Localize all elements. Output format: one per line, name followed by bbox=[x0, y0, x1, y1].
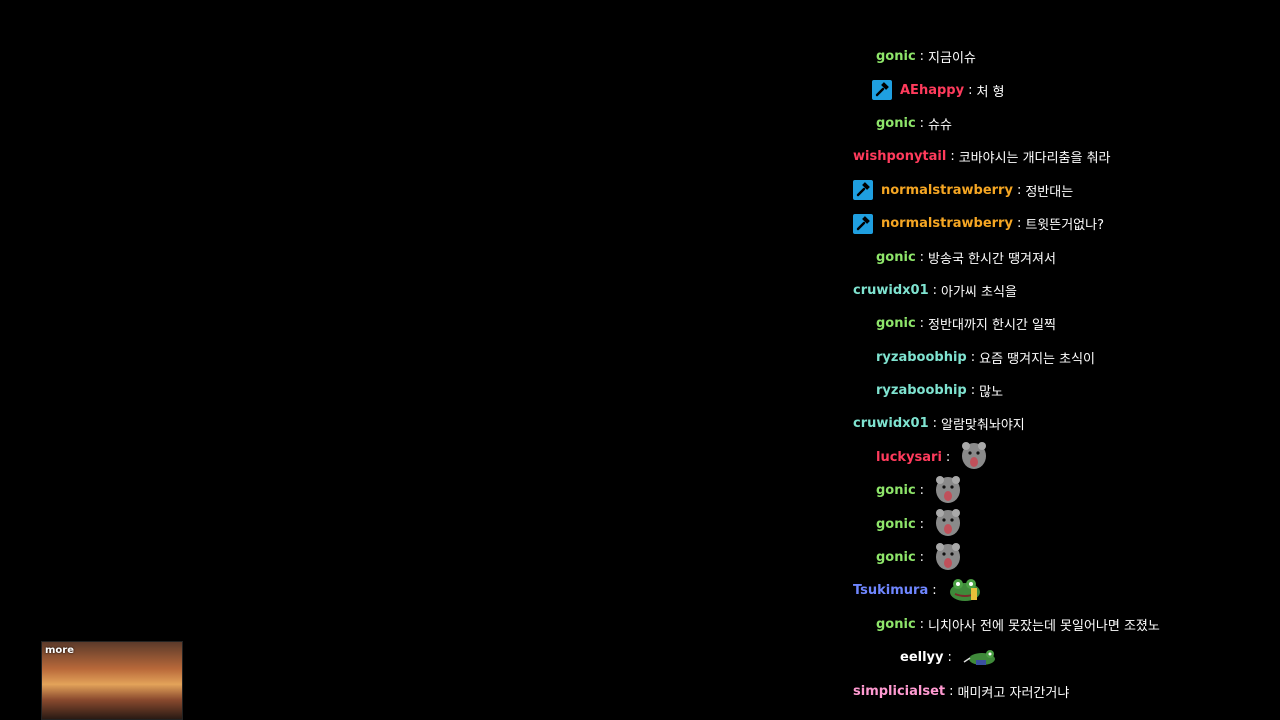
chat-separator: : bbox=[947, 650, 952, 666]
chat-separator: : bbox=[919, 483, 925, 499]
chat-separator: : bbox=[919, 550, 925, 566]
chat-separator: : bbox=[919, 616, 925, 632]
chat-message: simplicialset:매미켜고 자러간거냐 bbox=[846, 674, 1266, 707]
chat-separator: : bbox=[950, 149, 955, 165]
chat-username[interactable]: AEhappy bbox=[900, 82, 965, 98]
rat-emote bbox=[934, 541, 962, 575]
chat-message: gonic:니치아사 전에 못잤는데 못일어나면 조졌노 bbox=[846, 608, 1266, 641]
chat-username[interactable]: gonic bbox=[876, 115, 916, 131]
chat-message: gonic: bbox=[846, 474, 1266, 507]
chat-text: 매미켜고 자러간거냐 bbox=[957, 685, 1070, 701]
chat-text: 슈슈 bbox=[928, 117, 952, 133]
chat-message: gonic:방송국 한시간 땡겨져서 bbox=[846, 240, 1266, 273]
chat-message: AEhappy:처 형 bbox=[846, 73, 1266, 106]
chat-message: wishponytail:코바야시는 개다리춤을 춰라 bbox=[846, 140, 1266, 173]
chat-text: 트윗뜬거없나? bbox=[1025, 218, 1104, 234]
chat-message: gonic:지금이슈 bbox=[846, 40, 1266, 73]
moderator-badge-icon bbox=[872, 80, 892, 101]
chat-username[interactable]: ryzaboobhip bbox=[876, 349, 967, 365]
chat-separator: : bbox=[932, 282, 938, 298]
chat-username[interactable]: Tsukimura bbox=[853, 583, 929, 599]
chat-separator: : bbox=[1016, 216, 1022, 232]
chat-username[interactable]: simplicialset bbox=[853, 683, 946, 699]
chat-message: gonic:정반대까지 한시간 일찍 bbox=[846, 307, 1266, 340]
chat-separator: : bbox=[945, 449, 951, 465]
chat-separator: : bbox=[970, 383, 976, 399]
chat-text: 처 형 bbox=[976, 84, 1005, 100]
chat-message: normalstrawberry:정반대는 bbox=[846, 174, 1266, 207]
chat-username[interactable]: gonic bbox=[876, 516, 916, 532]
chat-separator: : bbox=[1016, 182, 1022, 198]
chat-separator: : bbox=[949, 683, 954, 699]
chat-text: 많노 bbox=[979, 385, 1004, 401]
chat-username[interactable]: cruwidx01 bbox=[853, 282, 929, 298]
chat-message: normalstrawberry:트윗뜬거없나? bbox=[846, 207, 1266, 240]
chat-username[interactable]: ryzaboobhip bbox=[876, 383, 967, 399]
chat-text: 아가씨 초식을 bbox=[941, 284, 1017, 300]
chat-message: cruwidx01:아가씨 초식을 bbox=[846, 274, 1266, 307]
chat-message: Tsukimura: bbox=[846, 574, 1266, 607]
chat-message: gonic:슈슈 bbox=[846, 107, 1266, 140]
chat-message: gonic: bbox=[846, 541, 1266, 574]
chat-username[interactable]: gonic bbox=[876, 550, 916, 566]
chat-message: cruwidx01:알람맞춰놔야지 bbox=[846, 407, 1266, 440]
chat-text: 니치아사 전에 못잤는데 못일어나면 조졌노 bbox=[928, 618, 1160, 634]
chat-username[interactable]: eellyy bbox=[900, 650, 944, 666]
chat-text: 정반대는 bbox=[1025, 184, 1074, 200]
chat-username[interactable]: normalstrawberry bbox=[881, 182, 1013, 198]
rat-emote bbox=[960, 440, 988, 474]
chat-username[interactable]: gonic bbox=[876, 249, 916, 265]
chat-username[interactable]: gonic bbox=[876, 483, 916, 499]
moderator-badge-icon bbox=[853, 180, 873, 201]
chat-separator: : bbox=[919, 115, 925, 131]
frog-emote bbox=[947, 576, 983, 606]
frog-lying-emote bbox=[962, 646, 998, 670]
chat-message: luckysari: bbox=[846, 441, 1266, 474]
stream-thumbnail[interactable]: more bbox=[41, 641, 183, 720]
chat-text: 정반대까지 한시간 일찍 bbox=[928, 318, 1056, 334]
chat-text: 지금이슈 bbox=[928, 51, 976, 67]
chat-separator: : bbox=[970, 349, 976, 365]
chat-username[interactable]: gonic bbox=[876, 49, 916, 65]
chat-text: 방송국 한시간 땡겨져서 bbox=[928, 251, 1056, 267]
rat-emote bbox=[934, 474, 962, 508]
chat-username[interactable]: gonic bbox=[876, 316, 916, 332]
chat-separator: : bbox=[932, 416, 938, 432]
chat-username[interactable]: cruwidx01 bbox=[853, 416, 929, 432]
chat-text: 요즘 땡겨지는 초식이 bbox=[979, 351, 1096, 367]
chat-message: eellyy: bbox=[846, 641, 1266, 674]
chat-message: ryzaboobhip:많노 bbox=[846, 374, 1266, 407]
chat-username[interactable]: gonic bbox=[876, 616, 916, 632]
chat-message: ryzaboobhip:요즘 땡겨지는 초식이 bbox=[846, 341, 1266, 374]
chat-separator: : bbox=[968, 82, 973, 98]
chat-message: gonic: bbox=[846, 507, 1266, 540]
chat-username[interactable]: normalstrawberry bbox=[881, 216, 1013, 232]
chat-separator: : bbox=[919, 249, 925, 265]
channel-logo: more bbox=[45, 645, 75, 656]
chat-separator: : bbox=[932, 583, 937, 599]
chat-separator: : bbox=[919, 316, 925, 332]
chat-text: 알람맞춰놔야지 bbox=[941, 418, 1025, 434]
rat-emote bbox=[934, 507, 962, 541]
chat-separator: : bbox=[919, 516, 925, 532]
moderator-badge-icon bbox=[853, 213, 873, 234]
chat-username[interactable]: luckysari bbox=[876, 449, 942, 465]
chat-separator: : bbox=[919, 49, 925, 65]
chat-text: 코바야시는 개다리춤을 춰라 bbox=[958, 151, 1111, 167]
chat-username[interactable]: wishponytail bbox=[853, 149, 947, 165]
